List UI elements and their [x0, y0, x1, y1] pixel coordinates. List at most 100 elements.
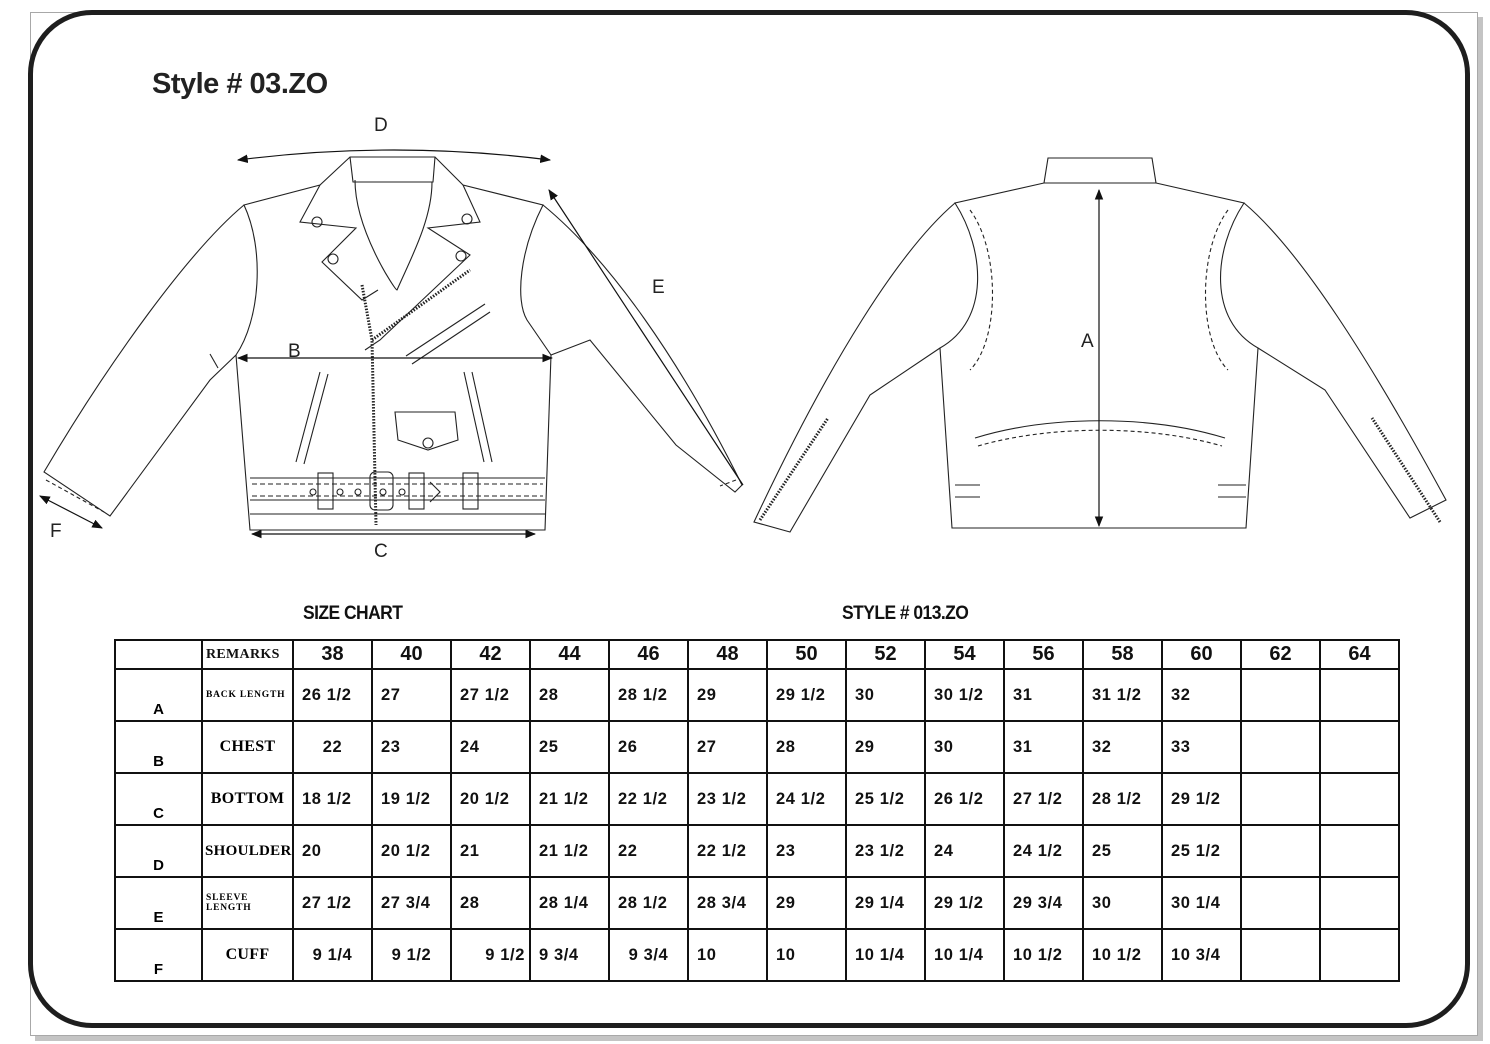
value-cell — [1240, 668, 1321, 722]
value-cell: 20 — [292, 824, 373, 878]
size-header: 46 — [608, 639, 689, 670]
value-cell: 32 — [1082, 720, 1163, 774]
size-header: 64 — [1319, 639, 1400, 670]
dim-label-a: A — [1081, 331, 1094, 352]
value-cell: 23 1/2 — [687, 772, 768, 826]
value-cell: 24 — [924, 824, 1005, 878]
value-cell: 29 1/2 — [766, 668, 847, 722]
value-cell — [1240, 772, 1321, 826]
value-cell: 23 — [371, 720, 452, 774]
value-cell — [1319, 720, 1400, 774]
rounded-frame — [28, 10, 1470, 1028]
value-cell — [1319, 928, 1400, 982]
size-header: 52 — [845, 639, 926, 670]
value-cell: 29 — [687, 668, 768, 722]
dim-label-f: F — [50, 521, 62, 542]
row-letter: F — [114, 928, 203, 982]
value-cell: 27 — [687, 720, 768, 774]
header-row: REMARKS 38 40 42 44 46 48 50 52 54 56 58… — [114, 639, 1400, 670]
value-cell — [1319, 876, 1400, 930]
value-cell: 28 1/2 — [608, 876, 689, 930]
jacket-technical-drawing: D E B C F A — [39, 115, 1447, 562]
value-cell: 25 — [529, 720, 610, 774]
value-cell: 31 — [1003, 720, 1084, 774]
row-letter: D — [114, 824, 203, 878]
row-remark: SHOULDER — [201, 824, 294, 878]
table-row: E SLEEVE LENGTH 27 1/2 27 3/4 28 28 1/4 … — [114, 876, 1400, 930]
value-cell: 22 1/2 — [687, 824, 768, 878]
size-header: 58 — [1082, 639, 1163, 670]
row-letter: C — [114, 772, 203, 826]
value-cell: 28 1/2 — [608, 668, 689, 722]
size-header: 60 — [1161, 639, 1242, 670]
value-cell: 25 1/2 — [845, 772, 926, 826]
row-remark: BACK LENGTH — [201, 668, 294, 722]
row-remark: BOTTOM — [201, 772, 294, 826]
table-row: D SHOULDER 20 20 1/2 21 21 1/2 22 22 1/2… — [114, 824, 1400, 878]
value-cell: 25 1/2 — [1161, 824, 1242, 878]
value-cell: 28 — [766, 720, 847, 774]
size-header: 62 — [1240, 639, 1321, 670]
value-cell — [1240, 876, 1321, 930]
value-cell: 22 1/2 — [608, 772, 689, 826]
size-header: 42 — [450, 639, 531, 670]
value-cell: 30 — [924, 720, 1005, 774]
value-cell: 26 — [608, 720, 689, 774]
value-cell: 31 — [1003, 668, 1084, 722]
front-jacket — [43, 156, 743, 531]
back-jacket — [753, 157, 1447, 533]
value-cell: 19 1/2 — [371, 772, 452, 826]
value-cell: 24 1/2 — [766, 772, 847, 826]
value-cell: 21 — [450, 824, 531, 878]
size-header: 44 — [529, 639, 610, 670]
size-header: 40 — [371, 639, 452, 670]
value-cell: 29 — [845, 720, 926, 774]
style-title: Style # 03.ZO — [152, 68, 328, 100]
value-cell: 22 — [608, 824, 689, 878]
value-cell: 10 — [687, 928, 768, 982]
value-cell: 30 — [1082, 876, 1163, 930]
value-cell: 10 3/4 — [1161, 928, 1242, 982]
table-row: F CUFF 9 1/4 9 1/2 9 1/2 9 3/4 9 3/4 10 … — [114, 928, 1400, 982]
value-cell: 25 — [1082, 824, 1163, 878]
value-cell: 30 1/2 — [924, 668, 1005, 722]
value-cell: 10 1/4 — [924, 928, 1005, 982]
value-cell: 10 1/4 — [845, 928, 926, 982]
table-row: B CHEST 22 23 24 25 26 27 28 29 30 31 32… — [114, 720, 1400, 774]
value-cell: 10 — [766, 928, 847, 982]
row-remark: CUFF — [201, 928, 294, 982]
row-letter: A — [114, 668, 203, 722]
value-cell: 31 1/2 — [1082, 668, 1163, 722]
size-header: 56 — [1003, 639, 1084, 670]
value-cell: 9 3/4 — [529, 928, 610, 982]
value-cell: 33 — [1161, 720, 1242, 774]
value-cell — [1240, 928, 1321, 982]
value-cell: 24 — [450, 720, 531, 774]
value-cell: 20 1/2 — [371, 824, 452, 878]
row-remark: SLEEVE LENGTH — [201, 876, 294, 930]
corner-cell — [114, 639, 203, 670]
size-chart-label: SIZE CHART — [303, 603, 403, 624]
value-cell: 28 — [450, 876, 531, 930]
value-cell: 9 1/2 — [371, 928, 452, 982]
dim-label-d: D — [374, 115, 388, 136]
table-row: A BACK LENGTH 26 1/2 27 27 1/2 28 28 1/2… — [114, 668, 1400, 722]
value-cell: 29 1/2 — [924, 876, 1005, 930]
size-header: 38 — [292, 639, 373, 670]
row-letter: B — [114, 720, 203, 774]
value-cell: 26 1/2 — [292, 668, 373, 722]
size-header: 54 — [924, 639, 1005, 670]
value-cell: 29 1/4 — [845, 876, 926, 930]
size-chart-table: REMARKS 38 40 42 44 46 48 50 52 54 56 58… — [114, 639, 1400, 982]
value-cell: 27 3/4 — [371, 876, 452, 930]
table-row: C BOTTOM 18 1/2 19 1/2 20 1/2 21 1/2 22 … — [114, 772, 1400, 826]
value-cell — [1319, 772, 1400, 826]
value-cell: 10 1/2 — [1003, 928, 1084, 982]
value-cell: 27 — [371, 668, 452, 722]
value-cell: 29 3/4 — [1003, 876, 1084, 930]
value-cell: 9 1/4 — [292, 928, 373, 982]
value-cell: 23 1/2 — [845, 824, 926, 878]
value-cell: 26 1/2 — [924, 772, 1005, 826]
value-cell: 10 1/2 — [1082, 928, 1163, 982]
remarks-header: REMARKS — [201, 639, 294, 670]
